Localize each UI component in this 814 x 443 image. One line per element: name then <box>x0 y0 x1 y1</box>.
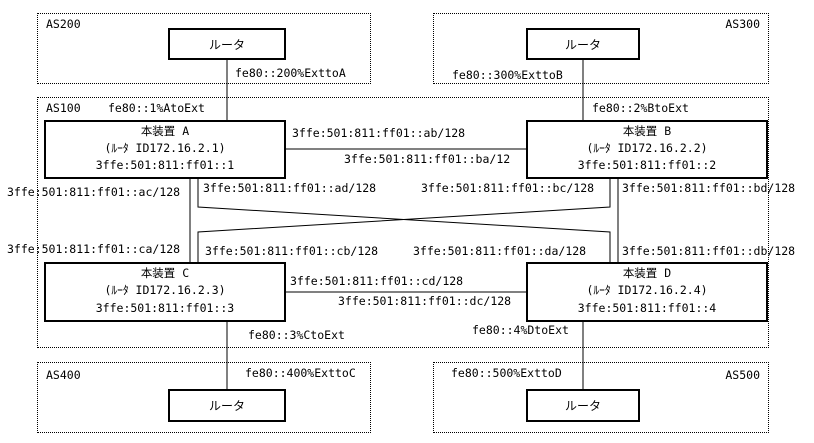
link-b-c <box>197 179 611 262</box>
device-b: 本装置 B (ﾙｰﾀ ID172.16.2.2) 3ffe:501:811:ff… <box>526 120 768 179</box>
device-a-address: 3ffe:501:811:ff01::1 <box>95 158 235 172</box>
as300-group: AS300 <box>433 13 769 84</box>
as400-label: AS400 <box>46 368 81 382</box>
ext-label-as300: fe80::300%ExttoB <box>452 68 563 82</box>
link-label-ac: 3ffe:501:811:ff01::ac/128 <box>7 185 181 199</box>
device-d: 本装置 D (ﾙｰﾀ ID172.16.2.4) 3ffe:501:811:ff… <box>526 262 768 322</box>
ext-label-as500: fe80::500%ExttoD <box>451 366 562 380</box>
router-as500-label: ルータ <box>564 399 601 413</box>
router-as400-label: ルータ <box>208 399 245 413</box>
device-a: 本装置 A (ﾙｰﾀ ID172.16.2.1) 3ffe:501:811:ff… <box>44 120 286 179</box>
link-label-bd: 3ffe:501:811:ff01::bd/128 <box>622 181 796 195</box>
ext-label-c: fe80::3%CtoExt <box>248 328 345 342</box>
router-as200-label: ルータ <box>208 37 245 52</box>
as300-label: AS300 <box>725 17 760 31</box>
device-c: 本装置 C (ﾙｰﾀ ID172.16.2.3) 3ffe:501:811:ff… <box>44 262 286 322</box>
device-b-name: 本装置 B <box>622 124 672 138</box>
device-a-router-id: (ﾙｰﾀ ID172.16.2.1) <box>104 141 226 155</box>
router-as400: ルータ <box>168 389 286 422</box>
link-label-cd: 3ffe:501:811:ff01::cd/128 <box>290 274 464 288</box>
as500-label: AS500 <box>725 368 760 382</box>
link-label-cb: 3ffe:501:811:ff01::cb/128 <box>205 244 379 258</box>
router-as300-label: ルータ <box>564 37 601 52</box>
router-as300: ルータ <box>526 28 640 60</box>
ext-label-as400: fe80::400%ExttoC <box>245 366 356 380</box>
link-label-da: 3ffe:501:811:ff01::da/128 <box>413 244 587 258</box>
router-as200: ルータ <box>168 28 286 60</box>
device-d-address: 3ffe:501:811:ff01::4 <box>577 301 717 315</box>
link-label-bc: 3ffe:501:811:ff01::bc/128 <box>421 181 595 195</box>
as200-group: AS200 <box>37 13 371 84</box>
device-d-router-id: (ﾙｰﾀ ID172.16.2.4) <box>586 283 708 297</box>
link-label-ca: 3ffe:501:811:ff01::ca/128 <box>7 242 181 256</box>
link-label-ba: 3ffe:501:811:ff01::ba/12 <box>344 152 511 166</box>
link-label-db: 3ffe:501:811:ff01::db/128 <box>622 244 796 258</box>
ext-label-a: fe80::1%AtoExt <box>108 101 205 115</box>
link-label-dc: 3ffe:501:811:ff01::dc/128 <box>338 294 512 308</box>
link-label-ad: 3ffe:501:811:ff01::ad/128 <box>203 181 377 195</box>
device-c-address: 3ffe:501:811:ff01::3 <box>95 301 235 315</box>
ext-label-b: fe80::2%BtoExt <box>592 101 689 115</box>
device-b-address: 3ffe:501:811:ff01::2 <box>577 158 717 172</box>
device-a-name: 本装置 A <box>140 124 190 138</box>
device-d-name: 本装置 D <box>622 266 672 280</box>
router-as500: ルータ <box>526 389 640 422</box>
as100-group: AS100 <box>37 97 769 348</box>
ext-label-as200: fe80::200%ExttoA <box>235 66 346 80</box>
device-c-name: 本装置 C <box>140 266 190 280</box>
link-label-ab: 3ffe:501:811:ff01::ab/128 <box>292 126 466 140</box>
as200-label: AS200 <box>46 17 81 31</box>
ext-label-d: fe80::4%DtoExt <box>472 323 569 337</box>
device-c-router-id: (ﾙｰﾀ ID172.16.2.3) <box>104 283 226 297</box>
as500-group: AS500 <box>433 362 769 433</box>
as100-label: AS100 <box>46 101 81 115</box>
as400-group: AS400 <box>37 362 371 433</box>
device-b-router-id: (ﾙｰﾀ ID172.16.2.2) <box>586 141 708 155</box>
